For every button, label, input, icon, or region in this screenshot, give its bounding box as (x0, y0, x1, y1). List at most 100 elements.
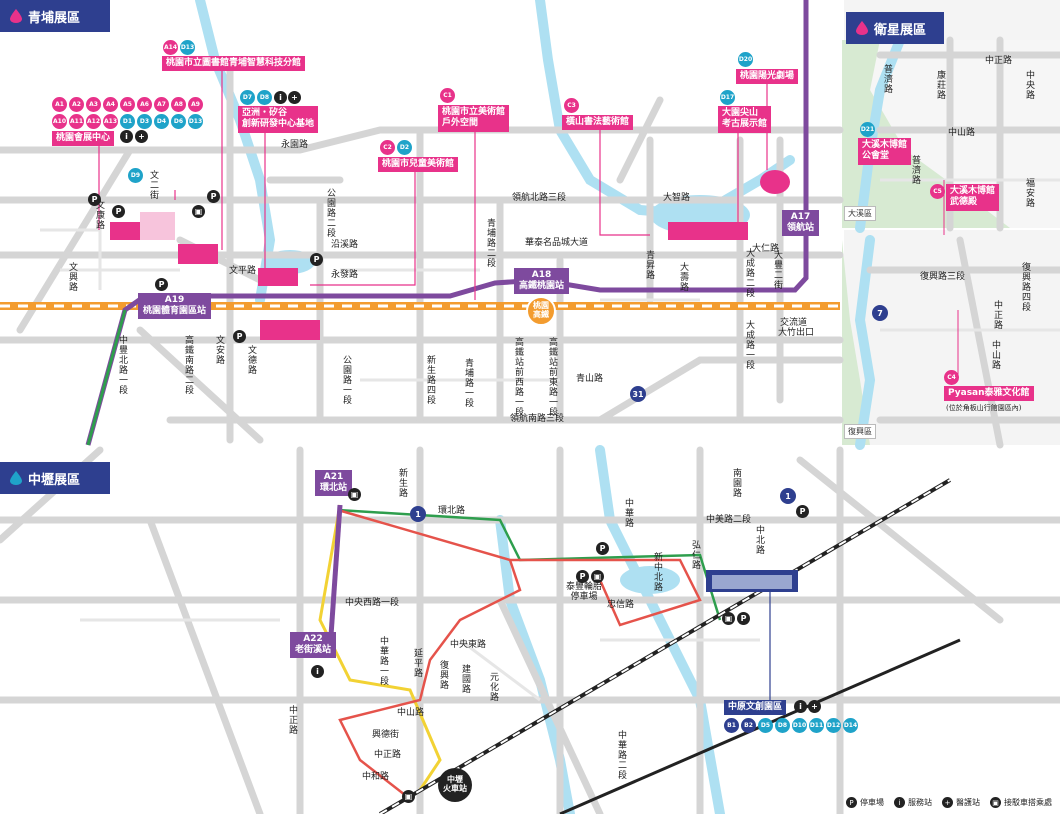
road-label: 建國路 (460, 664, 470, 694)
road-label: 永園路 (281, 140, 309, 150)
venue-zhongyuan[interactable]: 中原文創園區 (724, 700, 787, 716)
route-badge: C5 (930, 184, 945, 199)
venue-yangguang[interactable]: 桃園陽光劇場 (736, 69, 799, 85)
route-badge: D10 (792, 718, 807, 733)
route-badge: D12 (826, 718, 841, 733)
zone-title: 青埔展區 (28, 10, 81, 26)
parking-icon: P (155, 278, 168, 291)
venue-pyasan[interactable]: Pyasan泰雅文化館 (944, 386, 1034, 402)
road-label: 弘仁路 (690, 540, 700, 570)
info-icon: i (274, 91, 287, 104)
road-label: 高鐵站前西路一段 (513, 337, 523, 417)
route-badge: A5 (120, 97, 135, 112)
road-label: 中正路 (985, 56, 1013, 66)
venue-hengshan[interactable]: 橫山書法藝術館 (562, 115, 634, 131)
highway-7-icon: 7 (872, 305, 888, 321)
zone-header-weixing: 衛星展區 (846, 12, 944, 44)
road-label: 青昇路 (644, 250, 654, 280)
highway-31-icon: 31 (630, 386, 646, 402)
venue-children-museum[interactable]: 桃園市兒童美術館 (378, 157, 459, 173)
venue-daxi-gongkai[interactable]: 大溪木博館 公會堂 (858, 138, 912, 165)
district-label-daxi: 大溪區 (844, 206, 876, 221)
road-label: 文德路 (246, 345, 256, 375)
venue-asia-silicon[interactable]: 亞洲・矽谷 創新研發中心基地 (238, 106, 319, 133)
parking-icon: P (207, 190, 220, 203)
expo-badges-row1: A1 A2 A3 A4 A5 A6 A7 A8 A9 (52, 97, 203, 112)
road-label: 公園路二段 (325, 188, 335, 238)
route-badge: A4 (103, 97, 118, 112)
zone-title: 衛星展區 (874, 22, 927, 38)
road-label: 中美路二段 (706, 515, 752, 525)
route-badge: A2 (69, 97, 84, 112)
road-label: 大成路二段 (744, 248, 754, 298)
station-a18[interactable]: A18 高鐵桃園站 (514, 268, 570, 294)
station-a21[interactable]: A21 環北站 (315, 470, 353, 496)
info-icon: i (120, 130, 133, 143)
road-label: 文安路 (214, 335, 224, 365)
zone-title: 中壢展區 (28, 472, 81, 488)
route-badge: C2 (380, 140, 395, 155)
venue-library[interactable]: 桃園市立圖書館青埔智慧科技分館 (162, 56, 306, 72)
road-label: 新生路四段 (425, 355, 435, 405)
station-a22[interactable]: A22 老街溪站 (290, 632, 337, 658)
zhongli-train-station[interactable]: 中壢 火車站 (438, 768, 472, 802)
route-badge: D5 (758, 718, 773, 733)
children-badges: C2 D2 (380, 140, 412, 155)
road-label: 中正路 (287, 705, 297, 735)
road-label: 文平路 (229, 266, 257, 276)
route-badge: A9 (188, 97, 203, 112)
water-drop-icon (856, 21, 868, 35)
route-badge: D3 (137, 114, 152, 129)
road-label: 中華路一段 (378, 636, 388, 686)
parking-icon: P (88, 193, 101, 206)
route-badge: D17 (720, 90, 735, 105)
daxi-gongkai-badge: D21 (860, 122, 875, 137)
venue-art-museum[interactable]: 桃園市立美術館 戶外空間 (438, 105, 510, 132)
road-label: 華泰名品城大道 (525, 238, 589, 248)
route-badge: D2 (397, 140, 412, 155)
road-label: 中央路 (1024, 70, 1034, 100)
road-label: 普濟路 (882, 64, 892, 94)
road-label: 大仁路 (752, 244, 780, 254)
road-label: 元化路 (488, 672, 498, 702)
route-badge: D8 (257, 90, 272, 105)
route-badge: D21 (860, 122, 875, 137)
road-label: 文二街 (148, 170, 158, 200)
info-icon: i (311, 665, 324, 678)
road-label: 康莊路 (935, 70, 945, 100)
bus-stop-icon: ▣ (402, 790, 415, 803)
pyasan-badge: C4 (944, 370, 959, 385)
parking-icon: P (846, 797, 857, 808)
parking-icon: P (796, 505, 809, 518)
route-badge: A14 (163, 40, 178, 55)
venue-daxi-wude[interactable]: 大溪木博館 武德殿 (946, 184, 1000, 211)
road-label: 福安路 (1024, 178, 1034, 208)
venue-dayuan[interactable]: 大園尖山 考古展示館 (718, 106, 772, 133)
station-a19[interactable]: A19 桃園體育園區站 (138, 293, 212, 319)
route-badge: D1 (120, 114, 135, 129)
parking-icon: P (737, 612, 750, 625)
road-label: 中北路 (754, 525, 764, 555)
route-badge: A10 (52, 114, 67, 129)
venue-expo[interactable]: 桃園會展中心 (52, 131, 115, 147)
bus-stop-icon: ▣ (192, 205, 205, 218)
zone-header-zhongli: 中壢展區 (0, 462, 110, 494)
hsr-station-marker[interactable]: 桃園 高鐵 (526, 296, 556, 326)
zone-header-qingpu: 青埔展區 (0, 0, 110, 32)
medical-plus-icon: + (942, 797, 953, 808)
road-label: 中華路二段 (616, 730, 626, 780)
road-label: 大壽路 (678, 262, 688, 292)
route-badge: A11 (69, 114, 84, 129)
road-label: 復興路三段 (920, 272, 966, 282)
yangguang-badges: D20 (738, 52, 753, 67)
station-a17[interactable]: A17 領航站 (782, 210, 820, 236)
road-label: 延平路 (412, 648, 422, 678)
route-badge: D6 (171, 114, 186, 129)
route-badge: A8 (171, 97, 186, 112)
road-label: 中正路 (374, 750, 402, 760)
parking-icon: P (310, 253, 323, 266)
route-badge: D11 (809, 718, 824, 733)
art-badges: C1 (440, 88, 455, 103)
